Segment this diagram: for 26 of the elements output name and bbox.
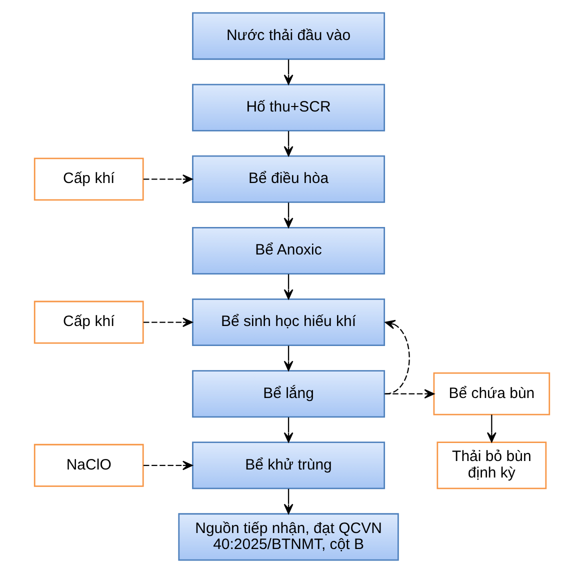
- node-box: Bể chứa bùn: [433, 372, 550, 416]
- node-box: Cấp khí: [34, 158, 144, 201]
- arrow: [284, 274, 294, 300]
- arrow: [384, 320, 410, 394]
- node-box: Bể lắng: [192, 370, 386, 418]
- arrow: [284, 131, 294, 156]
- node-box: Bể Anoxic: [192, 226, 386, 274]
- arrow: [486, 414, 496, 442]
- node-box: NaClO: [34, 444, 144, 487]
- node-box: Nước thải đầu vào: [192, 12, 386, 60]
- arrow: [143, 174, 193, 184]
- arrow: [284, 488, 294, 514]
- node-box: Thải bỏ bùn định kỳ: [436, 442, 547, 490]
- node-box: Bể điều hòa: [192, 155, 386, 203]
- node-box: Hố thu+SCR: [192, 84, 386, 132]
- arrow: [143, 318, 193, 328]
- arrow: [284, 417, 294, 443]
- arrow: [143, 460, 193, 470]
- arrow: [284, 59, 294, 85]
- node-box: Cấp khí: [34, 300, 144, 344]
- node-box: Bể khử trùng: [192, 442, 386, 490]
- arrow: [284, 202, 294, 228]
- arrow: [284, 346, 294, 371]
- arrow: [384, 389, 434, 399]
- node-box: Bể sinh học hiếu khí: [192, 298, 386, 346]
- node-box: Nguồn tiếp nhận, đạt QCVN 40:2025/BTNMT, cột B: [178, 513, 399, 561]
